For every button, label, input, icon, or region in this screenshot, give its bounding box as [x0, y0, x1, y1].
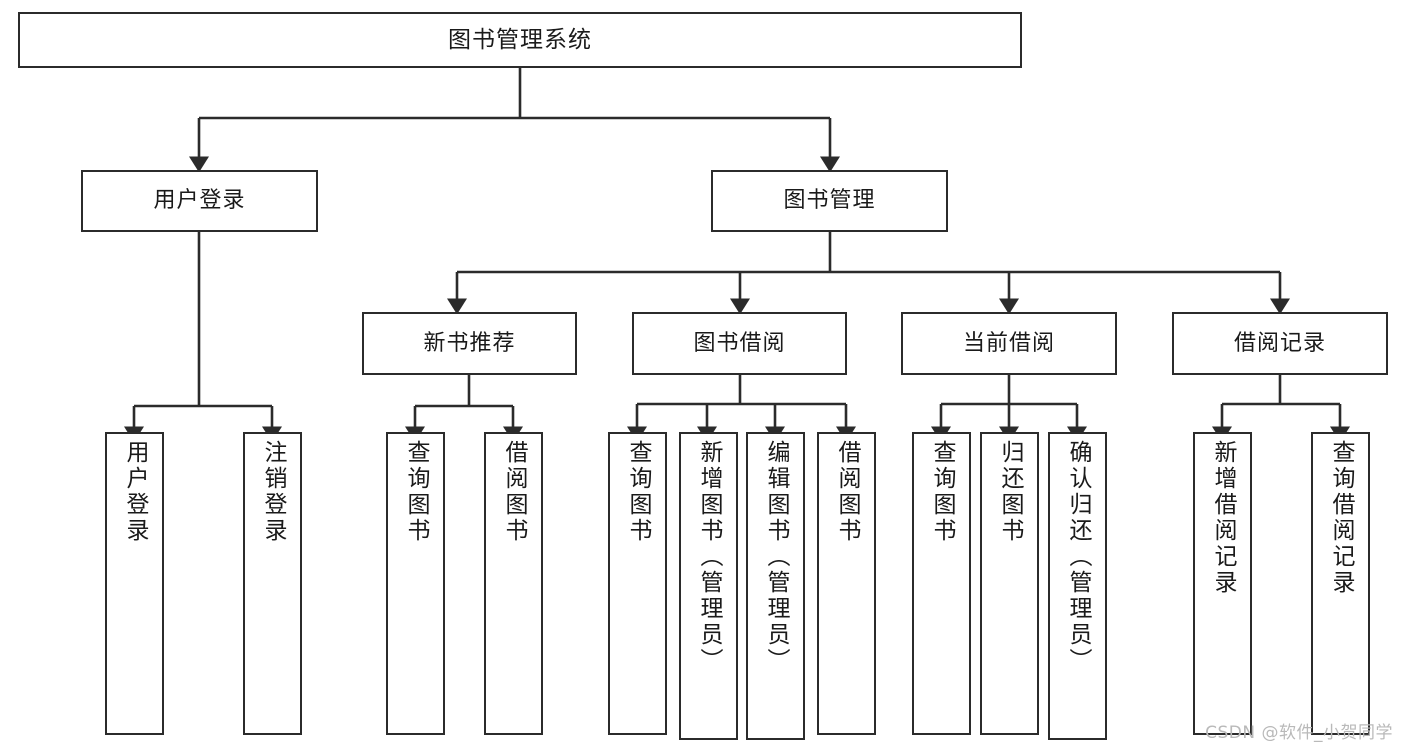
node-label: 图书借阅 — [693, 330, 786, 356]
node-label: 查询图书 — [929, 440, 955, 544]
node-label: 借阅图书 — [501, 440, 527, 544]
leaf-query-book-borrow[interactable]: 查询图书 — [608, 432, 667, 735]
node-label: 用户登录 — [153, 188, 246, 214]
node-root-book-management-system[interactable]: 图书管理系统 — [18, 12, 1022, 68]
node-label: 确认归还（管理员） — [1065, 440, 1091, 674]
leaf-add-book-admin[interactable]: 新增图书（管理员） — [679, 432, 738, 740]
node-label: 查询图书 — [625, 440, 651, 544]
node-label: 查询图书 — [403, 440, 429, 544]
node-label: 归还图书 — [997, 440, 1023, 544]
leaf-confirm-return-admin[interactable]: 确认归还（管理员） — [1048, 432, 1107, 740]
node-book-borrow[interactable]: 图书借阅 — [632, 312, 847, 375]
node-new-book-recommendation[interactable]: 新书推荐 — [362, 312, 577, 375]
node-label: 当前借阅 — [962, 330, 1055, 356]
node-label: 新增借阅记录 — [1210, 440, 1236, 596]
node-label: 查询借阅记录 — [1328, 440, 1354, 596]
leaf-add-borrow-record[interactable]: 新增借阅记录 — [1193, 432, 1252, 735]
node-label: 借阅记录 — [1233, 330, 1326, 356]
node-label: 图书管理系统 — [448, 26, 592, 53]
node-label: 注销登录 — [260, 440, 286, 544]
leaf-borrow-book[interactable]: 借阅图书 — [817, 432, 876, 735]
leaf-logout[interactable]: 注销登录 — [243, 432, 302, 735]
leaf-user-login[interactable]: 用户登录 — [105, 432, 164, 735]
node-label: 用户登录 — [122, 440, 148, 544]
node-label: 借阅图书 — [834, 440, 860, 544]
node-book-management[interactable]: 图书管理 — [711, 170, 948, 232]
node-current-borrow[interactable]: 当前借阅 — [901, 312, 1117, 375]
leaf-edit-book-admin[interactable]: 编辑图书（管理员） — [746, 432, 805, 740]
leaf-query-borrow-record[interactable]: 查询借阅记录 — [1311, 432, 1370, 735]
csdn-watermark: CSDN @软件_小贺同学 — [1205, 723, 1393, 743]
node-user-login[interactable]: 用户登录 — [81, 170, 318, 232]
leaf-query-book-new[interactable]: 查询图书 — [386, 432, 445, 735]
leaf-return-book[interactable]: 归还图书 — [980, 432, 1039, 735]
leaf-query-book-current[interactable]: 查询图书 — [912, 432, 971, 735]
leaf-borrow-book-new[interactable]: 借阅图书 — [484, 432, 543, 735]
node-label: 图书管理 — [783, 188, 876, 214]
node-borrow-record[interactable]: 借阅记录 — [1172, 312, 1388, 375]
node-label: 编辑图书（管理员） — [763, 440, 789, 674]
node-label: 新书推荐 — [423, 330, 516, 356]
node-label: 新增图书（管理员） — [696, 440, 722, 674]
